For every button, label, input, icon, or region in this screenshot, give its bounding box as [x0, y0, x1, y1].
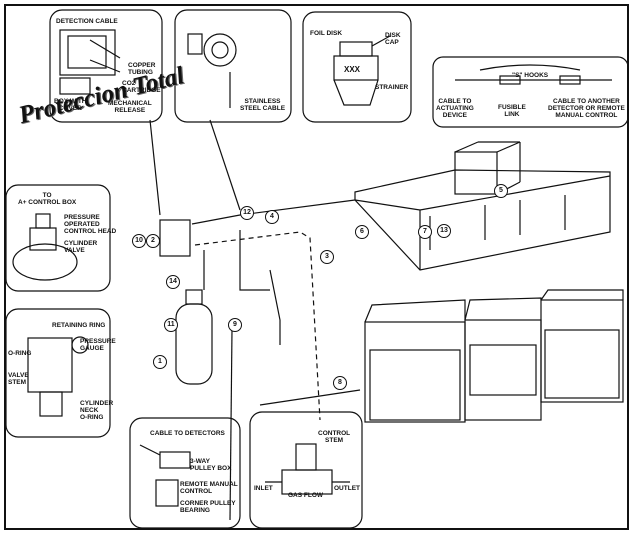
label-gas-flow: GAS FLOW — [288, 492, 324, 499]
pulley-box-inset — [129, 417, 241, 529]
label-mechanical-release: MECHANICAL RELEASE — [108, 100, 152, 114]
label-retaining-ring: RETAINING RING — [52, 322, 106, 329]
label-pressure-gauge: PRESSURE GAUGE — [80, 338, 116, 352]
label-cable-to-actuating-device: CABLE TO ACTUATING DEVICE — [436, 98, 474, 119]
fusible-link-inset — [432, 56, 629, 128]
label-o-ring: O-RING — [8, 350, 32, 357]
label-cable-to-another-detector: CABLE TO ANOTHER DETECTOR OR REMOTE MANU… — [548, 98, 625, 119]
control-head-inset — [5, 184, 111, 292]
label-cylinder-valve: CYLINDER VALVE — [64, 240, 98, 254]
label-cylinder-neck-o-ring: CYLINDER NECK O-RING — [80, 400, 114, 421]
cylinder-valve-inset — [5, 308, 111, 438]
label-to-control-box: TO A+ CONTROL BOX — [18, 192, 77, 206]
label-corner-pulley-bearing: CORNER PULLEY BEARING — [180, 500, 236, 514]
callout-1: 1 — [153, 355, 167, 369]
callout-2: 2 — [146, 234, 160, 248]
agent-cylinder — [175, 303, 213, 385]
exhaust-hood — [354, 169, 611, 271]
callout-10: 10 — [132, 234, 146, 248]
label-cable-to-detectors: CABLE TO DETECTORS — [150, 430, 225, 437]
label-fusible-link: FUSIBLE LINK — [498, 104, 526, 118]
range-cabinet-right — [540, 299, 624, 403]
exhaust-duct — [454, 151, 498, 195]
callout-6: 6 — [355, 225, 369, 239]
callout-11: 11 — [164, 318, 178, 332]
gas-valve-inset — [249, 411, 363, 529]
callout-13: 13 — [437, 224, 451, 238]
callout-4: 4 — [265, 210, 279, 224]
label-remote-manual-control: REMOTE MANUAL CONTROL — [180, 481, 238, 495]
label-detection-cable: DETECTION CABLE — [56, 18, 118, 25]
label-3-way-pulley-box: 3-WAY PULLEY BOX — [190, 458, 232, 472]
label-valve-stem: VALVE STEM — [8, 372, 29, 386]
diagram-frame — [4, 4, 629, 530]
foil-disk-inset — [302, 11, 412, 123]
label-s-hooks: "S" HOOKS — [512, 72, 549, 79]
label-copper-tubing: COPPER TUBING — [128, 62, 156, 76]
callout-12: 12 — [240, 206, 254, 220]
callout-8: 8 — [333, 376, 347, 390]
range-cabinet-left — [364, 321, 466, 423]
label-xxx: XXX — [344, 65, 361, 74]
label-stainless-steel-cable: STAINLESS STEEL CABLE — [240, 98, 286, 112]
control-box — [159, 219, 191, 257]
range-cabinet-center — [464, 319, 542, 421]
label-disk-cap: DISK CAP — [385, 32, 401, 46]
label-outlet: OUTLET — [334, 485, 360, 492]
label-foil-disk: FOIL DISK — [310, 30, 343, 37]
label-strainer: STRAINER — [375, 84, 409, 91]
label-control-stem: CONTROL STEM — [318, 430, 351, 444]
callout-3: 3 — [320, 250, 334, 264]
callout-7: 7 — [418, 225, 432, 239]
mechanical-release-inset — [174, 9, 292, 123]
label-box-with-cover: BOX WITH COVER — [54, 98, 87, 112]
label-pressure-operated-control-head: PRESSURE OPERATED CONTROL HEAD — [64, 214, 117, 235]
callout-14: 14 — [166, 275, 180, 289]
detection-cable-inset — [49, 9, 163, 123]
label-co2-cartridge: CO2 CARTRIDGE — [122, 80, 161, 94]
callout-9: 9 — [228, 318, 242, 332]
callout-5: 5 — [494, 184, 508, 198]
label-inlet: INLET — [254, 485, 273, 492]
